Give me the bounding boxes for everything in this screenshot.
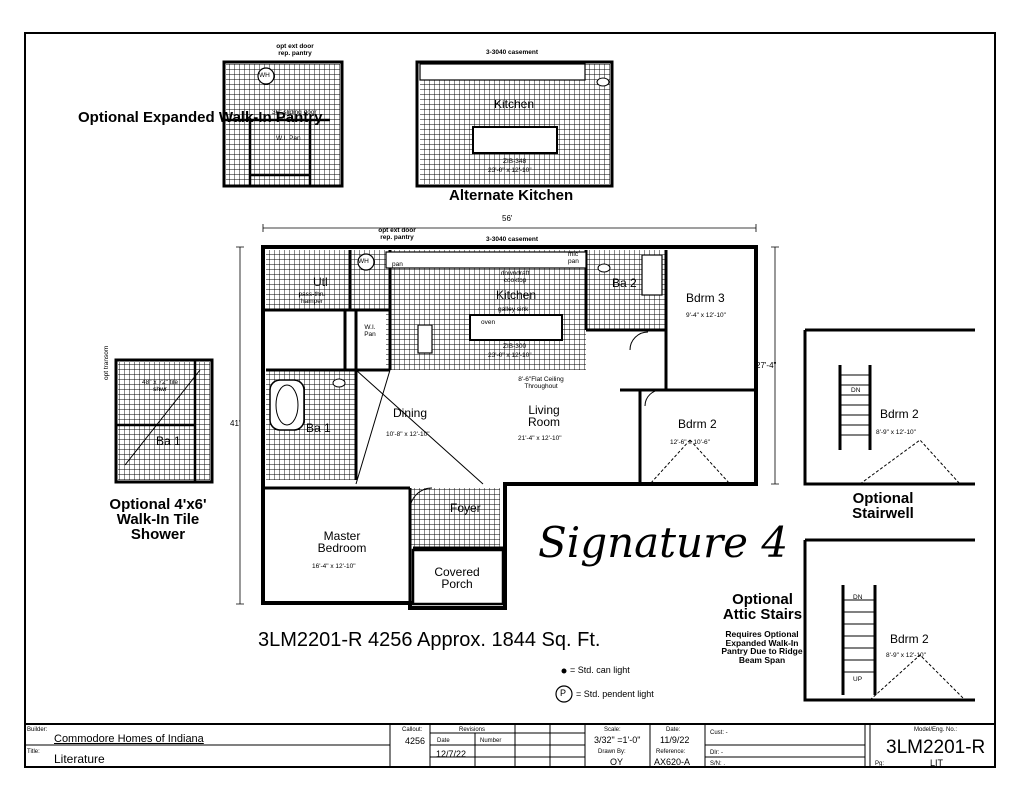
revisions-label: Revisions	[459, 727, 486, 733]
scale-value: 3/32" =1'-0"	[594, 735, 641, 745]
cust-label: Cust: -	[710, 730, 728, 736]
galley-sink-label: galley sink	[498, 306, 529, 313]
dining-label: Dining	[393, 406, 428, 420]
bdrm2-size: 12'-6" x 10'-6"	[670, 439, 710, 446]
alternate-kitchen-plan	[415, 60, 614, 188]
pantry-label: W.I. Pan	[364, 324, 376, 338]
alt-zib: ZIB-348	[503, 158, 527, 165]
alt-pantry-label: W.I. Pan	[276, 135, 301, 142]
pendant-light-symbol	[555, 685, 573, 703]
pendant-legend: = Std. pendent light	[576, 689, 654, 699]
alt-casement-callout: 3-3040 casement	[486, 49, 539, 56]
option-shower-title: Optional 4'x6' Walk-In Tile Shower	[109, 496, 207, 543]
model-line: 3LM2201-R 4256 Approx. 1844 Sq. Ft.	[258, 629, 601, 651]
hamper-label: pass-thru hamper	[298, 291, 326, 305]
mic-pan-label: mic pan	[568, 251, 579, 265]
pg-value: LIT	[930, 758, 944, 768]
living-size: 21'-4" x 12'-10"	[518, 435, 562, 442]
main-pantry-callout: opt ext door rep. pantry	[378, 227, 416, 241]
can-light-symbol	[561, 668, 567, 674]
title-label: Title:	[27, 749, 40, 755]
optional-shower-plan	[114, 358, 214, 484]
pan-label: pan	[392, 261, 403, 268]
drawn-value: OY	[610, 757, 624, 767]
stairwell-dn: DN	[851, 387, 861, 394]
depth-dimension: 41'	[230, 419, 241, 428]
alt-sliding-door: 36" sliding door	[272, 109, 317, 116]
dimension-lines	[236, 224, 779, 605]
right-dimension: 27'-4"	[756, 361, 777, 370]
kitchen-size: 23'-0" x 12'-10"	[488, 352, 532, 359]
model-value: 3LM2201-R	[886, 737, 986, 758]
ref-label: Reference:	[656, 749, 686, 755]
wh-label: WH	[358, 258, 369, 265]
rev-number-header: Number	[480, 738, 502, 744]
title-block-lines	[24, 723, 871, 768]
can-light-legend: = Std. can light	[570, 665, 630, 675]
transom-label: opt transom	[103, 345, 110, 380]
alt-wh: WH	[259, 72, 270, 79]
stairwell-bdrm2-size: 8'-9" x 12'-10"	[876, 429, 916, 436]
pg-label: Pg:	[875, 761, 885, 767]
title-block: Builder: Commodore Homes of Indiana Titl…	[24, 723, 996, 770]
rev-date-header: Date	[437, 738, 450, 744]
bdrm3-label: Bdrm 3	[686, 291, 725, 305]
pendant-symbol: P	[560, 688, 567, 698]
brand-signature: Signature 4	[538, 518, 789, 567]
ba2-label: Ba 2	[612, 276, 637, 290]
dining-size: 10'-8" x 12'-10"	[386, 431, 430, 438]
alt-kitchen-label: Kitchen	[494, 97, 535, 111]
master-label: Master Bedroom	[317, 529, 367, 555]
attic-up: UP	[853, 676, 863, 683]
option-attic-title: Optional Attic Stairs	[722, 591, 803, 623]
optional-pantry-plan	[222, 60, 344, 188]
option-pantry-title: Optional Expanded Walk-In Pantry	[78, 109, 323, 126]
ba1-label: Ba 1	[306, 421, 331, 435]
main-floor-plan	[261, 245, 758, 610]
bdrm3-size: 9'-4" x 12'-10"	[686, 312, 726, 319]
builder-value: Commodore Homes of Indiana	[54, 733, 204, 745]
date2-value: 11/9/22	[660, 735, 690, 745]
callout-value: 4256	[405, 736, 426, 746]
alt-kitchen-size: 23'-0" x 12'-10"	[488, 167, 532, 174]
width-dimension: 56'	[502, 214, 513, 223]
title-value: Literature	[54, 752, 105, 766]
bdrm2-label: Bdrm 2	[678, 417, 717, 431]
callout-label: Callout:	[402, 727, 423, 733]
attic-dn: DN	[853, 594, 863, 601]
scale-label: Scale:	[604, 727, 621, 733]
attic-bdrm2-size: 8'-9" x 12'-10"	[886, 652, 926, 659]
date2-label: Date:	[666, 727, 681, 733]
kitchen-label: Kitchen	[496, 288, 537, 302]
stairwell-bdrm2-label: Bdrm 2	[880, 407, 919, 421]
builder-label: Builder:	[27, 727, 48, 733]
optional-attic-plan	[803, 538, 975, 702]
option-stairwell-title: Optional Stairwell	[852, 490, 914, 522]
drawing-sheet	[24, 32, 996, 768]
island-oven-label: oven	[481, 319, 496, 326]
optional-stairwell-plan	[803, 328, 975, 486]
model-label: Model/Eng. No.:	[914, 727, 958, 733]
zib-label: ZIB-300	[503, 343, 527, 350]
shower-ba1-label: Ba 1	[156, 434, 181, 448]
drawn-label: Drawn By:	[598, 749, 626, 755]
rev-date-value: 12/7/22	[436, 749, 467, 759]
dlr-label: Dlr: -	[710, 750, 723, 756]
main-casement-callout: 3-3040 casement	[486, 236, 539, 243]
attic-note: Requires Optional Expanded Walk-In Pantr…	[721, 629, 803, 665]
ceiling-note: 8'-6"Flat Ceiling Throughout	[518, 376, 564, 390]
downdraft-label: downdraft cooktop	[500, 270, 530, 284]
option-kitchen-title: Alternate Kitchen	[449, 187, 574, 204]
shower-size-label: 48" x 72" tile shwr	[141, 379, 179, 393]
foyer-label: Foyer	[450, 501, 481, 515]
pantry-callout: opt ext door rep. pantry	[276, 43, 314, 57]
sn-label: S/N: .	[710, 761, 726, 767]
utl-label: Utl	[313, 275, 328, 289]
attic-bdrm2-label: Bdrm 2	[890, 632, 929, 646]
living-label: Living Room	[527, 403, 560, 429]
porch-label: Covered Porch	[434, 565, 480, 591]
master-size: 16'-4" x 12'-10"	[312, 563, 356, 570]
ref-value: AX620-A	[654, 757, 691, 767]
